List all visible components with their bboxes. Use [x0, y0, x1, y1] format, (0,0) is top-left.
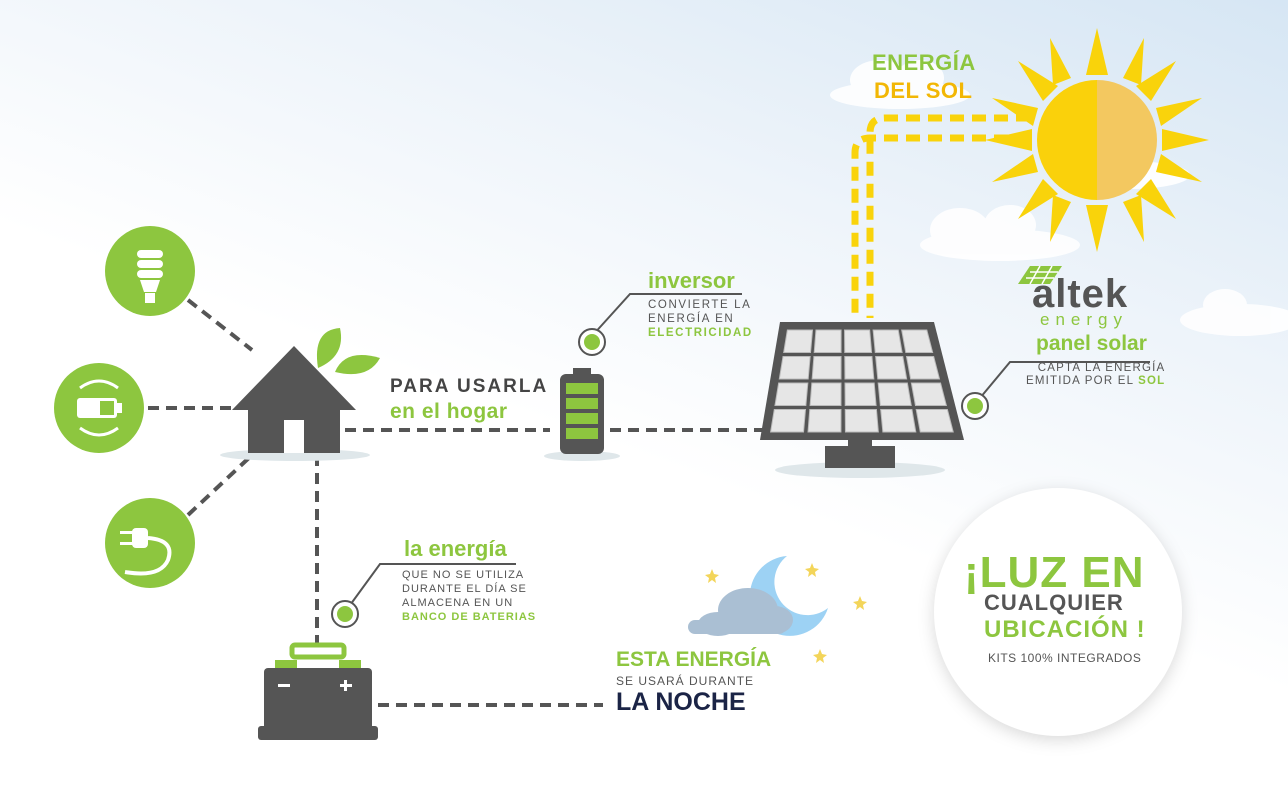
car-battery-icon: [258, 642, 378, 740]
sun-label-line1: ENERGÍA: [872, 50, 976, 75]
solar-cell: [811, 356, 842, 380]
badge-line4: KITS 100% INTEGRADOS: [988, 651, 1142, 665]
solar-cell: [783, 329, 814, 353]
solar-cell: [872, 329, 903, 353]
badge-circle: [934, 488, 1182, 736]
night-label-line2: SE USARÁ DURANTE: [616, 674, 755, 688]
plug-icon: [105, 498, 195, 588]
solar-cell: [769, 409, 807, 433]
badge-line2: CUALQUIER: [984, 590, 1124, 615]
solar-cell: [901, 329, 934, 353]
sun-label-line2: DEL SOL: [874, 78, 973, 103]
callout-leaders: [344, 293, 1150, 613]
panel-description: CAPTA LA ENERGÍA EMITIDA POR EL SOL: [1026, 362, 1166, 387]
sun-energy-path: [851, 114, 1030, 318]
solar-cell: [910, 382, 948, 406]
solar-cell: [880, 409, 917, 433]
solar-cell: [905, 356, 941, 380]
solar-cell: [915, 409, 954, 433]
solar-cell: [844, 356, 875, 380]
home-label-line1: PARA USARLA: [390, 376, 549, 397]
lightbulb-icon: [105, 226, 195, 316]
badge-line1: ¡LUZ EN: [964, 548, 1145, 597]
panel-title: panel solar: [1036, 332, 1147, 355]
storage-title: la energía: [404, 536, 507, 561]
logo-sub: energy: [1040, 310, 1128, 329]
leaf-icon: [316, 328, 380, 375]
solar-cell: [844, 382, 877, 406]
inverter-battery-icon: [544, 368, 620, 461]
badge-line3: UBICACIÓN !: [984, 616, 1146, 643]
house-icon: [220, 346, 370, 461]
night-label-line3: LA NOCHE: [616, 688, 746, 716]
storage-description: QUE NO SE UTILIZA DURANTE EL DÍA SE ALMA…: [402, 569, 537, 623]
solar-cell: [778, 356, 811, 380]
solar-cell: [875, 356, 908, 380]
solar-cell: [877, 382, 912, 406]
sun-icon: [985, 28, 1209, 252]
inverter-description: CONVIERTE LA ENERGÍA EN ELECTRICIDAD: [648, 299, 753, 339]
battery-recycle-icon: [54, 363, 144, 453]
solar-cell: [844, 409, 879, 433]
altek-logo-mark: [1018, 265, 1062, 285]
logo-brand: altek: [1032, 272, 1129, 316]
star-icon: [705, 563, 867, 663]
solar-cell: [809, 382, 842, 406]
night-cloud-icon: [688, 588, 793, 636]
night-label-line1: ESTA ENERGÍA: [616, 648, 772, 671]
solar-cell: [813, 329, 842, 353]
connector-lines: [148, 298, 768, 707]
solar-panel-icon: [760, 322, 964, 478]
inverter-title: inversor: [648, 268, 735, 293]
callout-dots: [331, 328, 989, 628]
solar-cell: [807, 409, 842, 433]
solar-cell: [844, 329, 873, 353]
solar-cell: [774, 382, 809, 406]
home-label-line2: en el hogar: [390, 400, 508, 423]
